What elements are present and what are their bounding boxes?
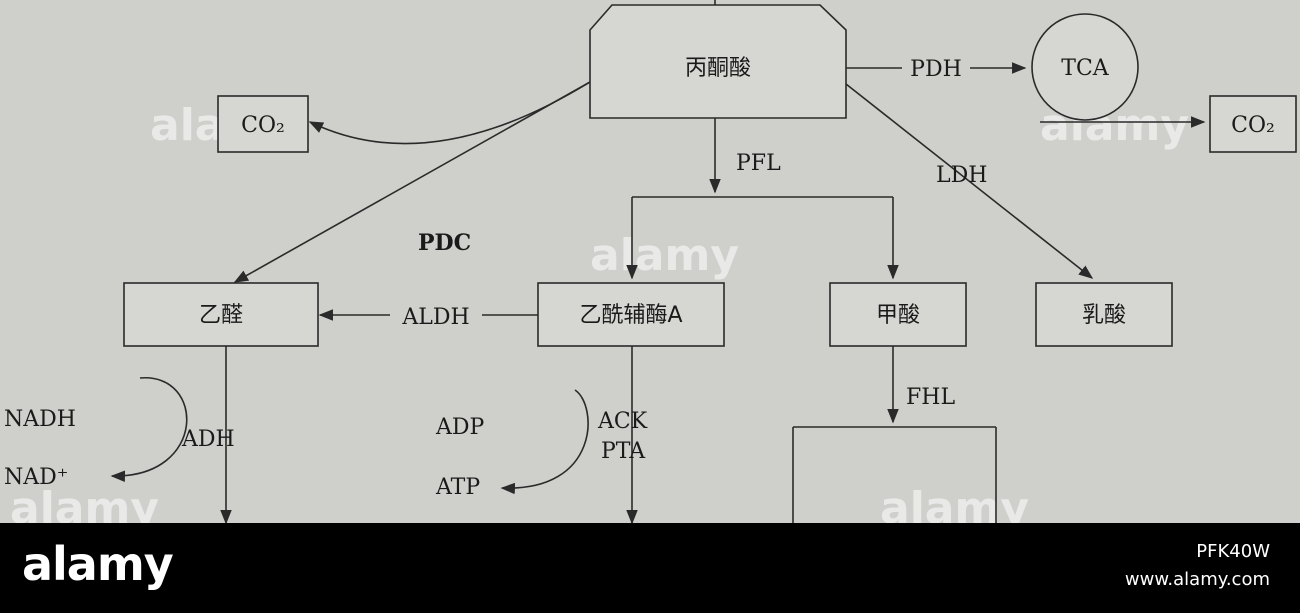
- cofactor-nad: NAD⁺: [4, 465, 68, 490]
- cofactor-arc-nadh: [110, 377, 188, 483]
- node-co2-left: CO₂: [217, 95, 309, 153]
- enzyme-adh: ADH: [181, 427, 235, 452]
- enzyme-pta: PTA: [601, 439, 646, 464]
- node-tca: TCA: [1031, 13, 1139, 121]
- watermark-layer: alamy alamy alamy alamy alamy: [10, 100, 1189, 523]
- cofactor-adp: ADP: [435, 415, 485, 440]
- metabolic-pathway-diagram: alamy alamy alamy alamy alamy 丙酮酸 TCA: [4, 0, 1297, 523]
- node-acetyl-coa: 乙酰辅酶A: [537, 282, 725, 347]
- connectors: [110, 0, 1206, 523]
- node-co2-right: CO₂: [1209, 95, 1297, 153]
- watermark-5: alamy: [880, 483, 1029, 523]
- enzyme-aldh: ALDH: [401, 305, 469, 330]
- watermark-4: alamy: [10, 483, 159, 523]
- footer-url: www.alamy.com: [1124, 569, 1270, 590]
- stock-footer-bar: alamy PFK40W www.alamy.com: [0, 523, 1300, 613]
- acetaldehyde-label: 乙醛: [199, 303, 243, 328]
- pyruvate-label: 丙酮酸: [685, 56, 751, 81]
- cofactor-arc-adp: [500, 389, 589, 495]
- node-pyruvate: 丙酮酸: [589, 4, 847, 119]
- co2-left-label: CO₂: [241, 113, 285, 138]
- lactate-label: 乳酸: [1082, 303, 1126, 328]
- enzyme-pdh: PDH: [910, 57, 962, 82]
- alamy-logo: alamy: [22, 537, 174, 591]
- aldh-label-bg: [390, 300, 482, 330]
- enzyme-ldh: LDH: [936, 163, 987, 188]
- node-acetaldehyde: 乙醛: [123, 282, 319, 347]
- acetyl-coa-label: 乙酰辅酶A: [579, 303, 682, 328]
- image-id: PFK40W: [1196, 541, 1270, 562]
- enzyme-pdc: PDC: [418, 230, 471, 256]
- cofactor-nadh: NADH: [4, 407, 76, 432]
- node-lactate: 乳酸: [1035, 282, 1173, 347]
- node-formate: 甲酸: [829, 282, 967, 347]
- co2-right-label: CO₂: [1231, 113, 1275, 138]
- arrow-ldh-to-lactate: [845, 83, 1094, 279]
- enzyme-fhl: FHL: [906, 385, 955, 410]
- tca-label: TCA: [1061, 56, 1110, 81]
- watermark-2: alamy: [590, 230, 739, 281]
- arrow-pyruvate-to-acetaldehyde: [233, 81, 591, 283]
- enzyme-ack: ACK: [597, 409, 648, 434]
- arrow-pyruvate-to-co2: [308, 81, 591, 145]
- formate-label: 甲酸: [876, 303, 920, 328]
- pdh-label-bg: [902, 52, 970, 82]
- enzyme-pfl: PFL: [736, 151, 781, 176]
- cofactor-atp: ATP: [435, 475, 480, 500]
